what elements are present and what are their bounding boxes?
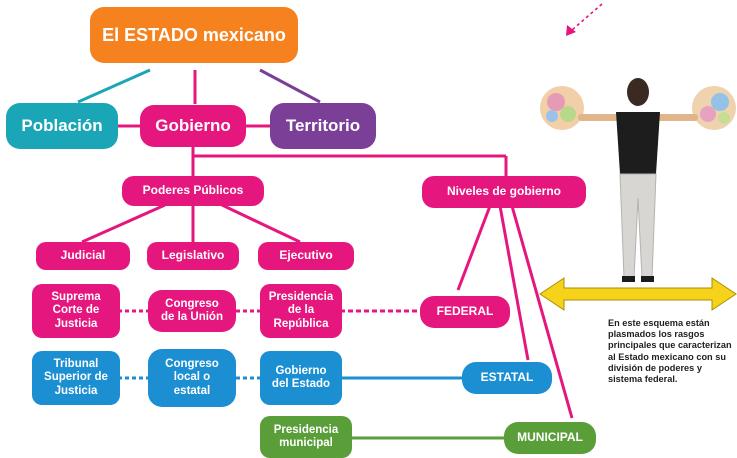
suprema-corte-box: Suprema Corte de Justicia (32, 284, 120, 338)
congreso-local-box: Congreso local o estatal (148, 349, 236, 407)
gobierno-estado-box: Gobierno del Estado (260, 351, 342, 405)
poderes-publicos-box: Poderes Públicos (122, 176, 264, 206)
niveles-de-gobierno-box: Niveles de gobierno (422, 176, 586, 208)
person-holding-globes-illustration (539, 78, 737, 311)
title-to-territorio-line (259, 68, 321, 104)
poderes-to-ejecutivo-line (221, 203, 301, 244)
federal-box: FEDERAL (420, 296, 510, 328)
pointer-arrow-head (566, 25, 576, 36)
poblacion-box: Población (6, 103, 118, 149)
ejecutivo-box: Ejecutivo (258, 242, 354, 270)
presidencia-republica-box: Presidencia de la República (260, 284, 342, 338)
niveles-to-municipal-line (510, 205, 574, 419)
figure-caption: En este esquema están plasmados los rasg… (608, 318, 732, 385)
poderes-to-judicial-line (81, 203, 166, 244)
niveles-to-federal-line (456, 205, 492, 291)
presidencia-municipal-box: Presidencia municipal (260, 416, 352, 458)
municipal-box: MUNICIPAL (504, 422, 596, 454)
territorio-box: Territorio (270, 103, 376, 149)
title-to-poblacion-line (77, 68, 151, 104)
title-box: El ESTADO mexicano (90, 7, 298, 63)
gobierno-box: Gobierno (140, 105, 246, 147)
niveles-to-estatal-line (498, 205, 530, 361)
pointer-arrow-line (571, 3, 603, 31)
congreso-union-box: Congreso de la Unión (148, 290, 236, 332)
legislativo-box: Legislativo (147, 242, 239, 270)
judicial-box: Judicial (36, 242, 130, 270)
estatal-box: ESTATAL (462, 362, 552, 394)
tribunal-superior-box: Tribunal Superior de Justicia (32, 351, 120, 405)
